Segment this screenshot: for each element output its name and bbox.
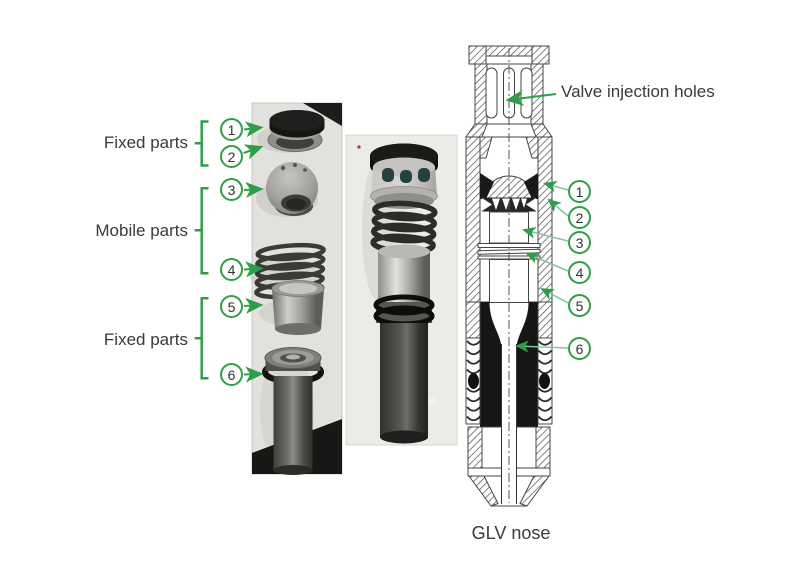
valve-injection-holes [485, 67, 533, 119]
right-leader-lines [515, 180, 569, 353]
annotations [194, 90, 569, 383]
thread-chevrons-right [537, 340, 553, 422]
bracket-fixed-parts-bottom [194, 297, 209, 380]
callout-left-5: 5 [220, 295, 243, 318]
callout-left-2: 2 [220, 145, 243, 168]
glv-cross-section-drawing [465, 45, 553, 507]
label-valve-injection-holes: Valve injection holes [561, 82, 715, 101]
part-bushing-photo [271, 280, 325, 335]
injection-holes-arrow [505, 90, 557, 107]
callout-right-6: 6 [568, 337, 591, 360]
callout-left-3: 3 [220, 178, 243, 201]
part-cap-photo [269, 110, 325, 140]
label-fixed-parts-bottom: Fixed parts [103, 330, 188, 349]
part-nose-sleeve-photo [262, 347, 324, 475]
thread-chevrons-left [466, 340, 481, 422]
callout-right-1: 1 [568, 180, 591, 203]
assembled-valve [370, 143, 438, 444]
photo-disassembled-parts [249, 102, 343, 475]
callout-right-5: 5 [568, 294, 591, 317]
callout-right-2: 2 [568, 206, 591, 229]
callout-right-3: 3 [568, 231, 591, 254]
photo-assembled-valve [345, 134, 458, 446]
callout-left-6: 6 [220, 363, 243, 386]
caption-glv-nose: GLV nose [471, 523, 551, 543]
bracket-fixed-parts-top [194, 120, 209, 167]
left-callout-arrows [243, 121, 264, 383]
label-fixed-parts-top: Fixed parts [103, 133, 188, 152]
bracket-mobile-parts [194, 187, 209, 275]
callout-right-4: 4 [568, 261, 591, 284]
callout-left-1: 1 [220, 118, 243, 141]
callout-left-4: 4 [220, 258, 243, 281]
label-mobile-parts: Mobile parts [95, 221, 188, 240]
part-bellows-dome-photo [266, 162, 318, 216]
